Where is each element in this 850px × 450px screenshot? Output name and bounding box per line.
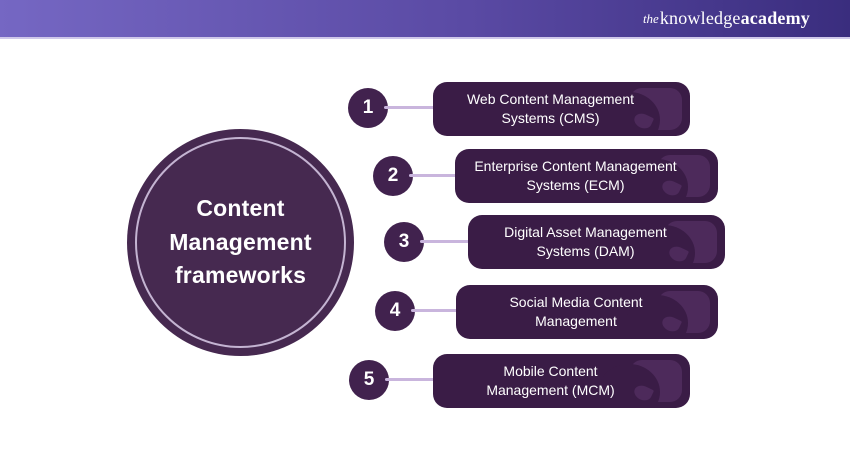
item-label: Digital Asset Management Systems (DAM)	[504, 224, 667, 259]
item-card: Enterprise Content Management Systems (E…	[455, 149, 718, 203]
card-swirl-decoration	[626, 155, 710, 203]
item-number: 1	[362, 97, 374, 118]
connector-line	[385, 378, 437, 381]
item-card: Digital Asset Management Systems (DAM)	[468, 215, 725, 269]
brand-logo-the: the	[642, 10, 659, 26]
connector-line	[384, 106, 437, 109]
brand-logo-knowledge: knowledge	[659, 8, 741, 28]
item-label: Social Media Content Management	[509, 294, 643, 329]
diagram-title: Content Management frameworks	[169, 195, 312, 289]
item-label: Web Content Management Systems (CMS)	[466, 91, 635, 126]
title-circle: Content Management frameworks	[127, 129, 354, 356]
card-swirl-decoration	[633, 221, 717, 269]
item-number: 5	[363, 369, 375, 390]
card-swirl-decoration	[598, 88, 682, 136]
item-label: Enterprise Content Management Systems (E…	[474, 158, 677, 193]
connector-line	[411, 309, 460, 312]
item-number: 4	[389, 300, 401, 321]
item-label: Mobile Content Management (MCM)	[486, 363, 615, 398]
card-swirl-decoration	[626, 291, 710, 339]
item-card: Web Content Management Systems (CMS)	[433, 82, 690, 136]
item-number-badge: 4	[375, 291, 415, 331]
item-number-badge: 1	[348, 88, 388, 128]
brand-logo-academy: academy	[740, 8, 810, 28]
item-number-badge: 2	[373, 156, 413, 196]
item-number: 2	[387, 165, 399, 186]
connector-line	[420, 240, 472, 243]
item-card: Mobile Content Management (MCM)	[433, 354, 690, 408]
title-circle-ring	[135, 137, 346, 348]
item-number-badge: 3	[384, 222, 424, 262]
item-number-badge: 5	[349, 360, 389, 400]
card-swirl-decoration	[598, 360, 682, 408]
connector-line	[409, 174, 459, 177]
item-card: Social Media Content Management	[456, 285, 718, 339]
item-number: 3	[398, 231, 410, 252]
